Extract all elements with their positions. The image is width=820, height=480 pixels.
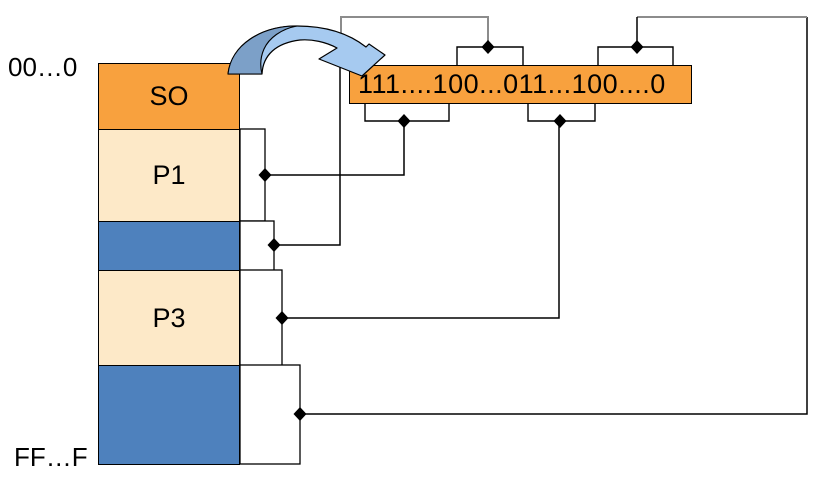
segment-label-os: SO [149,81,189,111]
memory-segment-hole-1 [98,221,240,271]
diamond-bitmap-above-1 [481,40,495,54]
bitmap-text: 111....100...011...100....0 [358,69,666,99]
bracket-box-hole-1 [239,220,275,272]
diamond-bitmap-above-2 [630,40,644,54]
diamond-p3 [275,311,289,325]
memory-segment-p1: P1 [98,129,240,222]
connector-p3-to-bitmap [282,121,560,319]
diamond-p1 [258,168,272,182]
address-top-label: 00…0 [8,52,78,82]
bracket-box-hole-2 [239,364,301,465]
address-bottom-label: FF…F [14,442,88,472]
memory-segment-hole-2 [98,365,240,465]
bitmap-bracket-above-1 [456,46,524,65]
connector-hole1-to-bitmap [274,40,341,246]
bitmap-bracket-below-1 [364,104,450,122]
segment-label-p3: P3 [152,302,186,333]
bitmap-bar: 111....100...011...100....0 [349,65,692,104]
bracket-box-p3 [239,269,283,367]
diamond-hole-1 [267,238,281,252]
segment-label-p1: P1 [152,160,186,190]
bitmap-bracket-below-2 [527,104,596,122]
bitmap-bracket-above-2 [597,46,674,65]
memory-segment-p3: P3 [98,270,240,366]
connector-hole1-top-run [340,16,489,45]
diamond-bitmap-below-2 [553,114,567,128]
bracket-box-p1 [239,128,266,222]
diamond-bitmap-below-1 [397,114,411,128]
connector-p1-to-bitmap [265,121,405,176]
memory-segment-os: SO [98,63,240,130]
diamond-hole-2 [293,407,307,421]
